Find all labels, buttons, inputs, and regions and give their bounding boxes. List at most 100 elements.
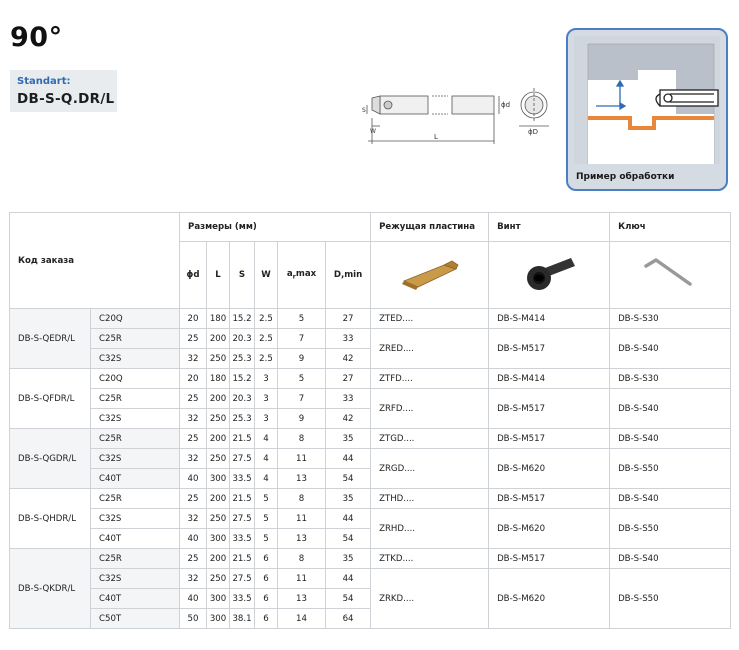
size-code: C40T [89, 588, 181, 609]
key-code: DB-S-S40 [609, 388, 732, 429]
dim-d: 25 [179, 428, 208, 449]
spec-table: Код заказа Размеры (мм) Режущая пластина… [8, 212, 732, 629]
key-code: DB-S-S30 [609, 368, 732, 389]
size-code: C40T [89, 528, 181, 549]
group-name: DB-S-QFDR/L [9, 368, 91, 429]
insert-icon [401, 260, 459, 290]
dim-D: 33 [325, 328, 372, 349]
screw-code: DB-S-M620 [488, 568, 611, 629]
key-code: DB-S-S30 [609, 308, 732, 329]
screw-code: DB-S-M517 [488, 328, 611, 369]
screw-code: DB-S-M517 [488, 428, 611, 449]
dim-a: 9 [277, 348, 327, 369]
dim-D: 42 [325, 408, 372, 429]
key-code: DB-S-S50 [609, 448, 732, 489]
dim-d: 40 [179, 528, 208, 549]
key-image [609, 241, 732, 309]
drawing-label-d: ϕd [501, 101, 510, 109]
dim-S: 15.2 [229, 368, 256, 389]
dim-L: 200 [206, 388, 231, 409]
machining-example: Пример обработки [566, 28, 728, 191]
dim-a: 9 [277, 408, 327, 429]
screw-code: DB-S-M414 [488, 368, 611, 389]
screw-code: DB-S-M620 [488, 508, 611, 549]
dim-W: 5 [254, 528, 279, 549]
insert-code: ZRGD.... [370, 448, 490, 489]
screw-code: DB-S-M517 [488, 388, 611, 429]
dim-L: 250 [206, 508, 231, 529]
dim-L: 200 [206, 488, 231, 509]
size-code: C25R [89, 328, 181, 349]
dim-L: 300 [206, 468, 231, 489]
dim-a: 11 [277, 508, 327, 529]
tool-drawing: ϕd ϕD L S W [362, 78, 552, 148]
dim-D: 27 [325, 368, 372, 389]
dim-W: 3 [254, 388, 279, 409]
dim-a: 8 [277, 428, 327, 449]
dim-S: 27.5 [229, 568, 256, 589]
size-code: C25R [89, 548, 181, 569]
size-code: C32S [89, 508, 181, 529]
dim-S: 27.5 [229, 448, 256, 469]
header-key: Ключ [609, 212, 732, 242]
header-dimensions: Размеры (мм) [179, 212, 372, 242]
dim-D: 54 [325, 468, 372, 489]
dim-W: 5 [254, 508, 279, 529]
dim-S: 25.3 [229, 408, 256, 429]
dim-a: 5 [277, 308, 327, 329]
dim-L: 300 [206, 588, 231, 609]
header-insert: Режущая пластина [370, 212, 490, 242]
dim-S: 25.3 [229, 348, 256, 369]
drawing-label-W: W [370, 128, 376, 135]
dim-L: 180 [206, 368, 231, 389]
dim-W: 2.5 [254, 328, 279, 349]
dim-d: 20 [179, 308, 208, 329]
insert-code: ZTHD.... [370, 488, 490, 509]
screw-code: DB-S-M517 [488, 488, 611, 509]
group-name: DB-S-QEDR/L [9, 308, 91, 369]
dim-S: 20.3 [229, 388, 256, 409]
insert-code: ZRED.... [370, 328, 490, 369]
dim-a: 8 [277, 548, 327, 569]
dim-L: 200 [206, 428, 231, 449]
insert-code: ZRFD.... [370, 388, 490, 429]
key-code: DB-S-S40 [609, 328, 732, 369]
group-name: DB-S-QHDR/L [9, 488, 91, 549]
dim-a: 13 [277, 528, 327, 549]
insert-code: ZTFD.... [370, 368, 490, 389]
dim-L: 180 [206, 308, 231, 329]
header-order-code: Код заказа [8, 212, 181, 309]
dim-D: 35 [325, 548, 372, 569]
dim-W: 6 [254, 568, 279, 589]
dim-W: 4 [254, 468, 279, 489]
dim-W: 2.5 [254, 348, 279, 369]
dim-D: 44 [325, 448, 372, 469]
dim-S: 21.5 [229, 428, 256, 449]
size-code: C50T [89, 608, 181, 629]
dim-W: 6 [254, 608, 279, 629]
dim-a: 14 [277, 608, 327, 629]
dim-D: 44 [325, 568, 372, 589]
standard-code: DB-S-Q.DR/L [17, 91, 115, 107]
dim-a: 8 [277, 488, 327, 509]
dim-W: 3 [254, 368, 279, 389]
dim-d: 32 [179, 508, 208, 529]
key-code: DB-S-S40 [609, 548, 732, 569]
group-name: DB-S-QKDR/L [9, 548, 91, 629]
dim-S: 33.5 [229, 588, 256, 609]
dim-a: 13 [277, 468, 327, 489]
dim-S: 20.3 [229, 328, 256, 349]
dim-D: 54 [325, 588, 372, 609]
screw-icon [527, 257, 576, 290]
